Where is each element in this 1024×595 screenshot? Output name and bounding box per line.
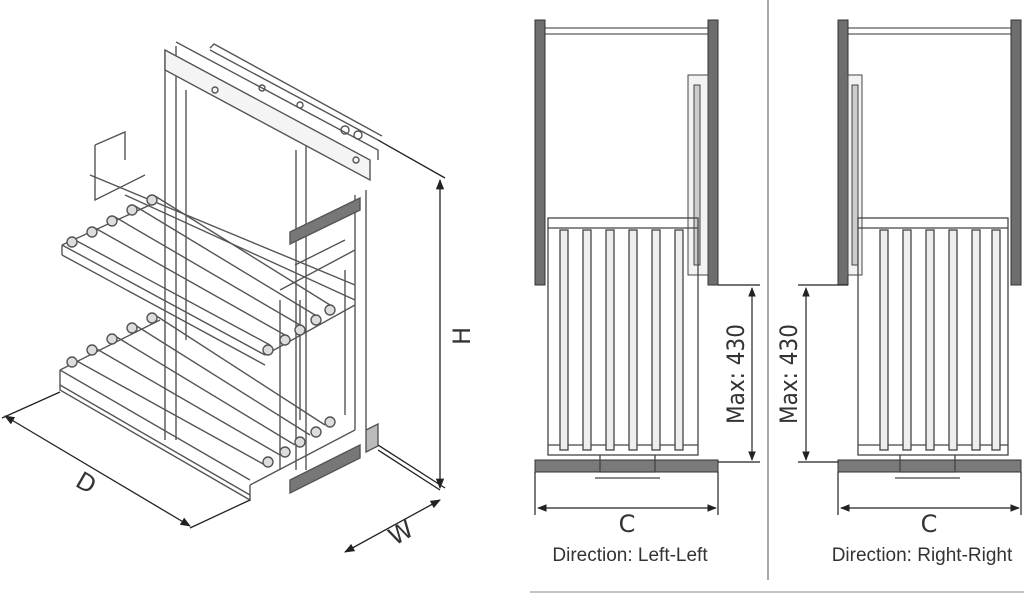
height-label: H <box>448 327 476 345</box>
isometric-view <box>59 41 383 502</box>
shelf-rollers <box>66 194 336 468</box>
right-max-label: Max: 430 <box>775 324 803 424</box>
isometric-dimensions <box>1 139 446 553</box>
right-width-label: C <box>921 510 938 538</box>
lower-basket <box>59 270 356 502</box>
left-basket <box>547 217 699 479</box>
right-direction-caption: Direction: Right-Right <box>832 545 1013 566</box>
upper-basket <box>61 130 356 366</box>
left-dimensions <box>534 284 760 515</box>
left-view: Max: 430 C Direction: Left-Left <box>534 19 760 566</box>
mounting-bracket <box>164 41 383 182</box>
right-rail <box>847 74 863 276</box>
left-max-label: Max: 430 <box>722 324 750 424</box>
depth-label: D <box>71 466 101 499</box>
right-view: Max: 430 C Direction: Right-Right <box>775 19 1022 566</box>
rear-frame <box>164 46 367 470</box>
left-width-label: C <box>619 510 636 538</box>
left-direction-caption: Direction: Left-Left <box>552 545 708 566</box>
right-cabinet <box>837 19 1022 473</box>
width-label: W <box>384 515 419 551</box>
slide-rails <box>289 196 379 495</box>
right-dimensions <box>798 284 1022 515</box>
right-basket <box>857 217 1009 479</box>
